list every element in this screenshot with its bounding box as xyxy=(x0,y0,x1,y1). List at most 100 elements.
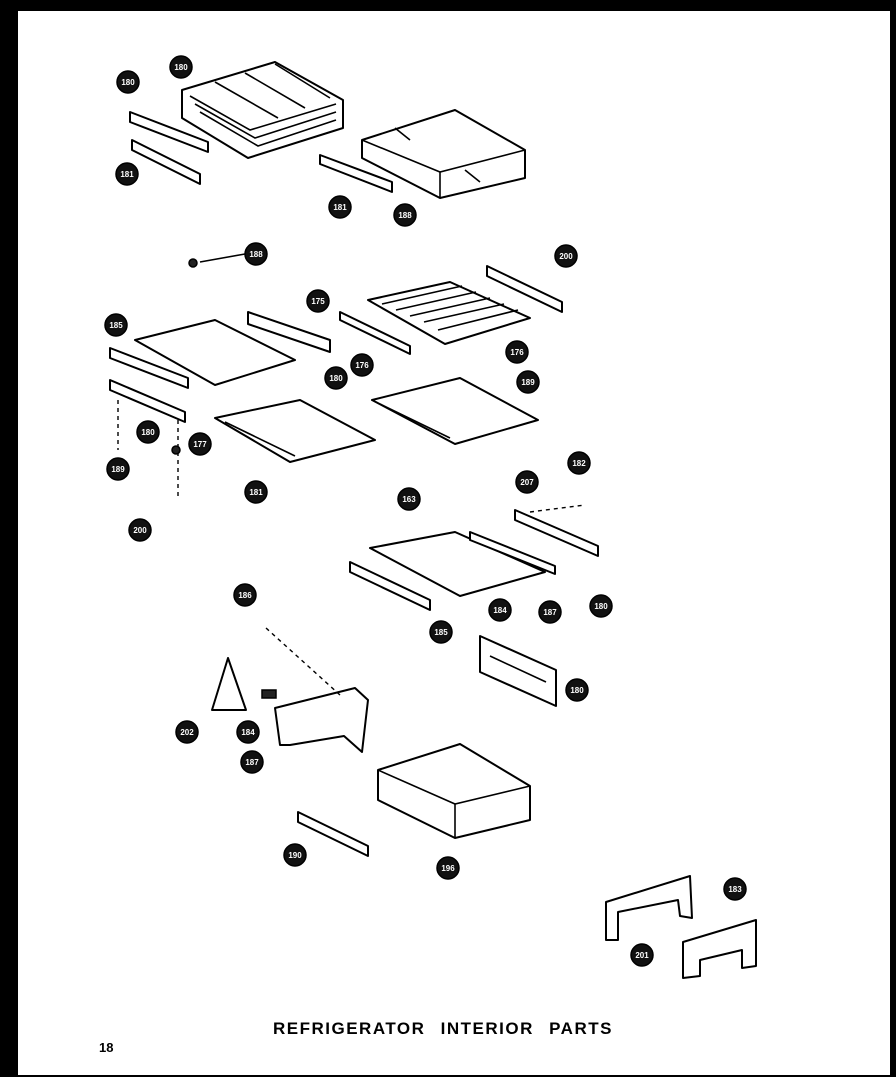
callout-label: 180 xyxy=(174,63,188,72)
callout-bubble: 200 xyxy=(128,518,152,542)
callout-bubble: 183 xyxy=(723,877,747,901)
callout-bubble: 189 xyxy=(106,457,130,481)
crisper-cover-bracket xyxy=(265,627,369,753)
wire-basket xyxy=(181,61,344,159)
callout-bubble: 180 xyxy=(589,594,613,618)
callout-label: 181 xyxy=(249,488,263,497)
glass-shelf-left xyxy=(134,319,296,386)
callout-label: 188 xyxy=(398,211,412,220)
callout-bubble: 188 xyxy=(244,242,268,266)
callout-bubble: 181 xyxy=(244,480,268,504)
callout-bubble: 185 xyxy=(429,620,453,644)
callout-bubble: 202 xyxy=(175,720,199,744)
callout-label: 177 xyxy=(193,440,207,449)
callout-label: 184 xyxy=(241,728,255,737)
callout-label: 182 xyxy=(572,459,586,468)
callout-label: 190 xyxy=(288,851,302,860)
callout-bubble: 196 xyxy=(436,856,460,880)
control-panel xyxy=(479,635,557,707)
page-title: REFRIGERATOR INTERIOR PARTS xyxy=(273,1019,613,1038)
parts-layer xyxy=(109,61,757,979)
callout-bubble: 176 xyxy=(350,353,374,377)
callout-label: 180 xyxy=(329,374,343,383)
callout-bubble: 184 xyxy=(236,720,260,744)
callout-bubble: 190 xyxy=(283,843,307,867)
callout-label: 176 xyxy=(510,348,524,357)
crisper-rail-bottom xyxy=(297,811,369,857)
callout-bubble: 163 xyxy=(397,487,421,511)
callout-label: 187 xyxy=(245,758,259,767)
callout-label: 188 xyxy=(249,250,263,259)
thermostat-knob xyxy=(211,657,247,711)
callout-label: 176 xyxy=(355,361,369,370)
shelf-support-bracket xyxy=(514,504,599,557)
clip-fastener xyxy=(188,253,246,268)
callout-label: 200 xyxy=(133,526,147,535)
shelf-rail-mid xyxy=(339,311,411,355)
crisper-pan-top xyxy=(361,109,526,199)
bottom-bracket xyxy=(605,875,693,941)
callout-bubble: 180 xyxy=(116,70,140,94)
callout-bubble: 180 xyxy=(324,366,348,390)
callout-label: 196 xyxy=(441,864,455,873)
callout-bubble: 180 xyxy=(136,420,160,444)
callout-label: 189 xyxy=(111,465,125,474)
callout-label: 186 xyxy=(238,591,252,600)
shelf-frame-left xyxy=(214,399,376,463)
callout-bubble: 186 xyxy=(233,583,257,607)
callout-layer: 180 180 181 181 188 188 200 175 185 176 176 180 189 1… xyxy=(104,55,747,967)
shelf-trim-lower-b xyxy=(469,531,556,575)
callout-bubble: 181 xyxy=(328,195,352,219)
callout-label: 185 xyxy=(434,628,448,637)
callout-bubble: 175 xyxy=(306,289,330,313)
callout-bubble: 187 xyxy=(538,600,562,624)
callout-label: 200 xyxy=(559,252,573,261)
callout-label: 185 xyxy=(109,321,123,330)
shelf-frame-right xyxy=(371,377,539,445)
callout-label: 207 xyxy=(520,478,534,487)
callout-label: 180 xyxy=(141,428,155,437)
callout-bubble: 188 xyxy=(393,203,417,227)
crisper-rail-top xyxy=(319,154,393,193)
callout-label: 175 xyxy=(311,297,325,306)
callout-label: 201 xyxy=(635,951,649,960)
callout-label: 187 xyxy=(543,608,557,617)
callout-bubble: 201 xyxy=(630,943,654,967)
glass-shelf-lower xyxy=(369,531,546,597)
crisper-pan-bottom xyxy=(377,743,531,839)
callout-bubble: 185 xyxy=(104,313,128,337)
callout-bubble: 180 xyxy=(169,55,193,79)
callout-label: 181 xyxy=(333,203,347,212)
shelf-trim-lower-a xyxy=(349,561,431,611)
callout-bubble: 200 xyxy=(554,244,578,268)
callout-label: 163 xyxy=(402,495,416,504)
shelf-rail-far-right xyxy=(486,265,563,313)
callout-bubble: 180 xyxy=(565,678,589,702)
page-number: 18 xyxy=(99,1040,114,1055)
bottom-cover-plate xyxy=(682,919,757,979)
basket-rail-lower xyxy=(131,139,201,185)
callout-bubble: 176 xyxy=(505,340,529,364)
callout-label: 180 xyxy=(121,78,135,87)
callout-label: 183 xyxy=(728,885,742,894)
screw-set-left xyxy=(117,400,181,500)
basket-rail-upper xyxy=(129,111,209,153)
callout-bubble: 182 xyxy=(567,451,591,475)
callout-bubble: 184 xyxy=(488,598,512,622)
callout-label: 180 xyxy=(570,686,584,695)
callout-bubble: 177 xyxy=(188,432,212,456)
callout-label: 181 xyxy=(120,170,134,179)
wire-shelf xyxy=(367,281,531,345)
callout-bubble: 181 xyxy=(115,162,139,186)
callout-bubble: 207 xyxy=(515,470,539,494)
shelf-trim xyxy=(247,311,331,353)
callout-label: 184 xyxy=(493,606,507,615)
callout-label: 180 xyxy=(594,602,608,611)
callout-bubble: 189 xyxy=(516,370,540,394)
shelf-trim-left-1 xyxy=(109,347,189,389)
shelf-trim-left-2 xyxy=(109,379,186,423)
small-clip xyxy=(261,689,277,699)
callout-bubble: 187 xyxy=(240,750,264,774)
callout-label: 202 xyxy=(180,728,194,737)
